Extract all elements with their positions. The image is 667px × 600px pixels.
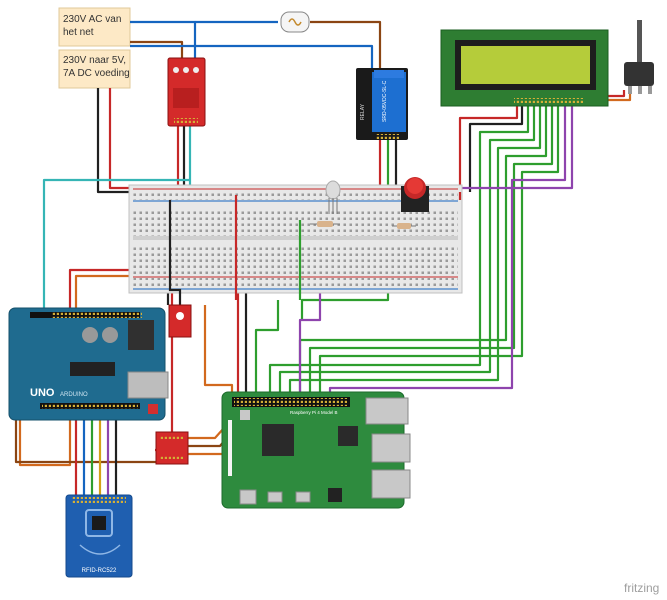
small-sensor-module [168,304,192,338]
wire-ac-brown [130,40,184,60]
logic-level-converter [155,431,189,465]
wire-lcd-green6 [318,106,560,400]
voltage-sensor-module [167,57,206,127]
relay-module: SRD-05VDC-SL-C RELAY [356,68,408,140]
rfid-label: RFID-RC522 [82,568,117,574]
wire-lcd-purple1 [328,106,567,400]
resistor-2 [392,223,416,229]
wire-lcd-red [458,106,519,192]
rpi-label: Raspberry Pi 4 Model B [290,410,338,415]
wire-lcd-green5 [308,106,554,400]
lcd-display [440,29,609,107]
wire-bb-green-rpi [254,300,280,400]
breadboard-jumpers [168,192,462,310]
breadboard [128,184,463,294]
raspberry-pi-4: Raspberry Pi 4 Model B [221,391,411,509]
ac-mains-box: 230V AC van het net [58,7,131,47]
relay-label-side: RELAY [360,103,366,120]
dc-label-line1: 230V naar 5V, [63,55,126,66]
dc-label-line2: 7A DC voeding [63,68,130,79]
wire-lcd-black [468,106,524,192]
wires [14,20,632,495]
arduino-brand: ARDUINO [60,392,88,398]
dc-power-supply-box: 230V naar 5V, 7A DC voeding [58,49,131,89]
wire-ard-top-2 [74,274,150,315]
relay-label-main: SRD-05VDC-SL-C [382,80,388,122]
wire-ard-top-1 [68,268,150,315]
ac-label-line2: het net [63,27,94,38]
wire-cyan-arduino [42,178,190,315]
arduino-uno: UNO ARDUINO [8,307,169,421]
resistor-1 [310,221,340,227]
fritzing-watermark: fritzing [624,581,659,595]
rfid-reader: RFID-RC522 [65,494,133,578]
wire-rfid-brown [14,418,160,464]
arduino-label: UNO [30,387,55,399]
potentiometer [624,20,654,94]
rgb-led [325,180,341,214]
wire-rfid-orange [18,418,72,467]
wire-ard-orange [203,305,234,400]
wire-dc-black [96,88,150,194]
push-button [401,177,429,212]
wire-lcd-green1 [268,106,530,400]
wire-lcd-green2 [278,106,536,400]
wire-ac-to-relay [130,44,374,70]
wire-lamp-to-relay [310,20,382,70]
ac-label-line1: 230V AC van [63,14,121,25]
wire-lcd-green3 [288,106,542,400]
lamp [280,11,310,33]
